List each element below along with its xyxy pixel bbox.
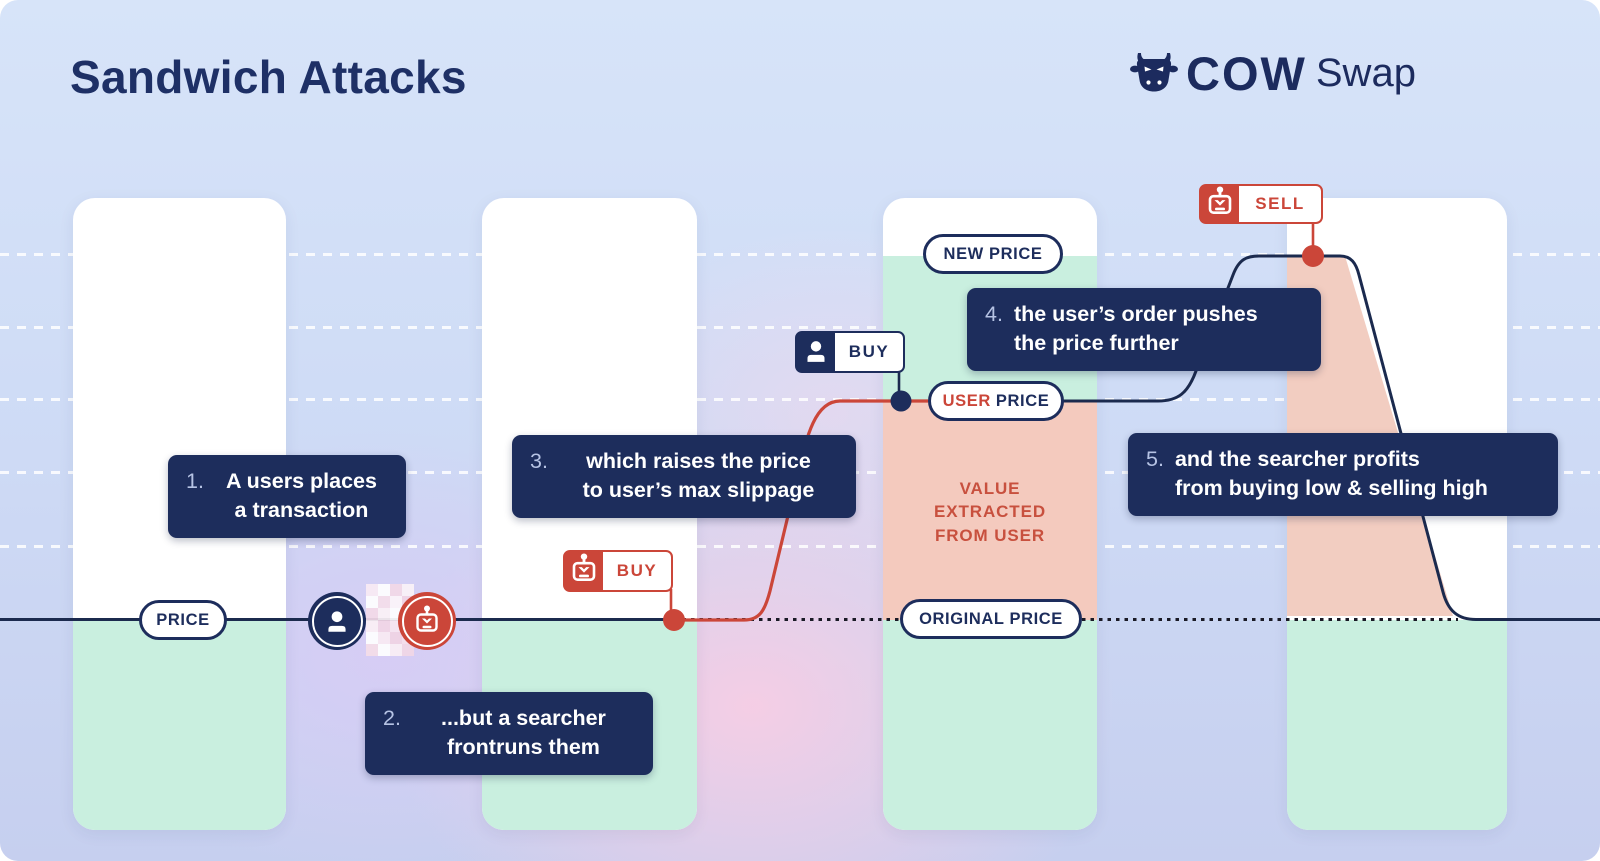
step-number: 2. bbox=[383, 706, 401, 730]
searcher-circle bbox=[398, 592, 456, 650]
robot-icon bbox=[1208, 186, 1232, 214]
step-1-box: 1. A users places a transaction bbox=[168, 455, 406, 539]
value-extracted-line: VALUE bbox=[959, 479, 1021, 498]
price-label-text: PRICE bbox=[156, 610, 210, 629]
user-price-word-price: PRICE bbox=[995, 391, 1050, 410]
step-number: 1. bbox=[186, 469, 204, 493]
gridline bbox=[0, 398, 1600, 401]
original-price-label-text: ORIGINAL PRICE bbox=[919, 609, 1063, 628]
person-icon bbox=[807, 341, 825, 362]
value-extracted-area bbox=[883, 400, 1097, 620]
step-3-box: 3. which raises the price to user’s max … bbox=[512, 435, 856, 519]
step-line: and the searcher profits bbox=[1174, 447, 1420, 471]
step-5-box: 5. and the searcher profits from buying … bbox=[1128, 433, 1558, 517]
original-price-label: ORIGINAL PRICE bbox=[900, 599, 1082, 639]
searcher-sell-point bbox=[1302, 245, 1324, 267]
user-avatar bbox=[797, 333, 835, 371]
below-price-area bbox=[883, 620, 1097, 830]
price-label: PRICE bbox=[139, 600, 227, 640]
step-2-box: 2. ...but a searcher frontruns them bbox=[365, 692, 653, 776]
sell-tag-label: SELL bbox=[1255, 194, 1305, 213]
step-line: from buying low & selling high bbox=[1174, 475, 1488, 500]
user-buy-point bbox=[890, 390, 912, 412]
step-line: to user’s max slippage bbox=[582, 477, 815, 502]
searcher-avatar bbox=[565, 552, 603, 590]
buy-tag-label: BUY bbox=[848, 342, 890, 361]
step-line: the user’s order pushes bbox=[1013, 302, 1258, 326]
user-price-path bbox=[1050, 254, 1600, 621]
step-line: a transaction bbox=[234, 497, 369, 522]
buy-tag-label: BUY bbox=[616, 561, 658, 580]
step-line: ...but a searcher bbox=[441, 706, 606, 730]
step-number: 3. bbox=[530, 449, 548, 473]
robot-icon bbox=[572, 553, 596, 581]
page-title: Sandwich Attacks bbox=[70, 51, 467, 103]
user-circle bbox=[308, 592, 366, 650]
new-price-label: NEW PRICE bbox=[923, 234, 1063, 274]
user-buy-tag: BUY bbox=[795, 331, 905, 373]
searcher-buy-point bbox=[663, 609, 685, 631]
below-price-area bbox=[73, 620, 286, 830]
user-price-word-user: USER bbox=[942, 391, 991, 410]
new-price-label-text: NEW PRICE bbox=[943, 244, 1043, 263]
cow-icon bbox=[1130, 52, 1178, 91]
user-price-label: USER PRICE bbox=[928, 381, 1064, 421]
step-text: which raises the price to user’s max sli… bbox=[559, 447, 838, 504]
step-text: ...but a searcher frontruns them bbox=[412, 704, 635, 761]
searcher-sell-tag: SELL bbox=[1199, 184, 1323, 224]
logo-product-text: Swap bbox=[1315, 51, 1416, 95]
step-line: A users places bbox=[225, 469, 377, 493]
step-number: 5. bbox=[1146, 447, 1164, 471]
step-text: and the searcher profits from buying low… bbox=[1175, 445, 1540, 502]
cow-swap-logo: COW Swap bbox=[1130, 46, 1416, 101]
searcher-avatar bbox=[1201, 186, 1239, 222]
step-text: the user’s order pushes the price furthe… bbox=[1014, 300, 1303, 357]
step-line: the price further bbox=[1013, 330, 1179, 355]
robot-icon bbox=[416, 605, 438, 632]
value-extracted-label: VALUE EXTRACTED FROM USER bbox=[884, 477, 1096, 547]
logo-brand-text: COW bbox=[1186, 47, 1307, 100]
value-extracted-line: EXTRACTED bbox=[934, 502, 1046, 522]
searcher-buy-tag: BUY bbox=[563, 550, 673, 592]
step-line: frontruns them bbox=[447, 734, 600, 759]
value-extracted-line: FROM USER bbox=[934, 525, 1046, 545]
gridline bbox=[0, 545, 1600, 548]
gridline bbox=[0, 326, 1600, 329]
step-text: A users places a transaction bbox=[215, 467, 388, 524]
gridline bbox=[0, 253, 1600, 256]
person-icon bbox=[328, 611, 346, 632]
step-4-box: 4. the user’s order pushes the price fur… bbox=[967, 288, 1321, 372]
below-price-area bbox=[1287, 620, 1507, 830]
step-line: which raises the price bbox=[586, 449, 811, 473]
step-number: 4. bbox=[985, 302, 1003, 326]
